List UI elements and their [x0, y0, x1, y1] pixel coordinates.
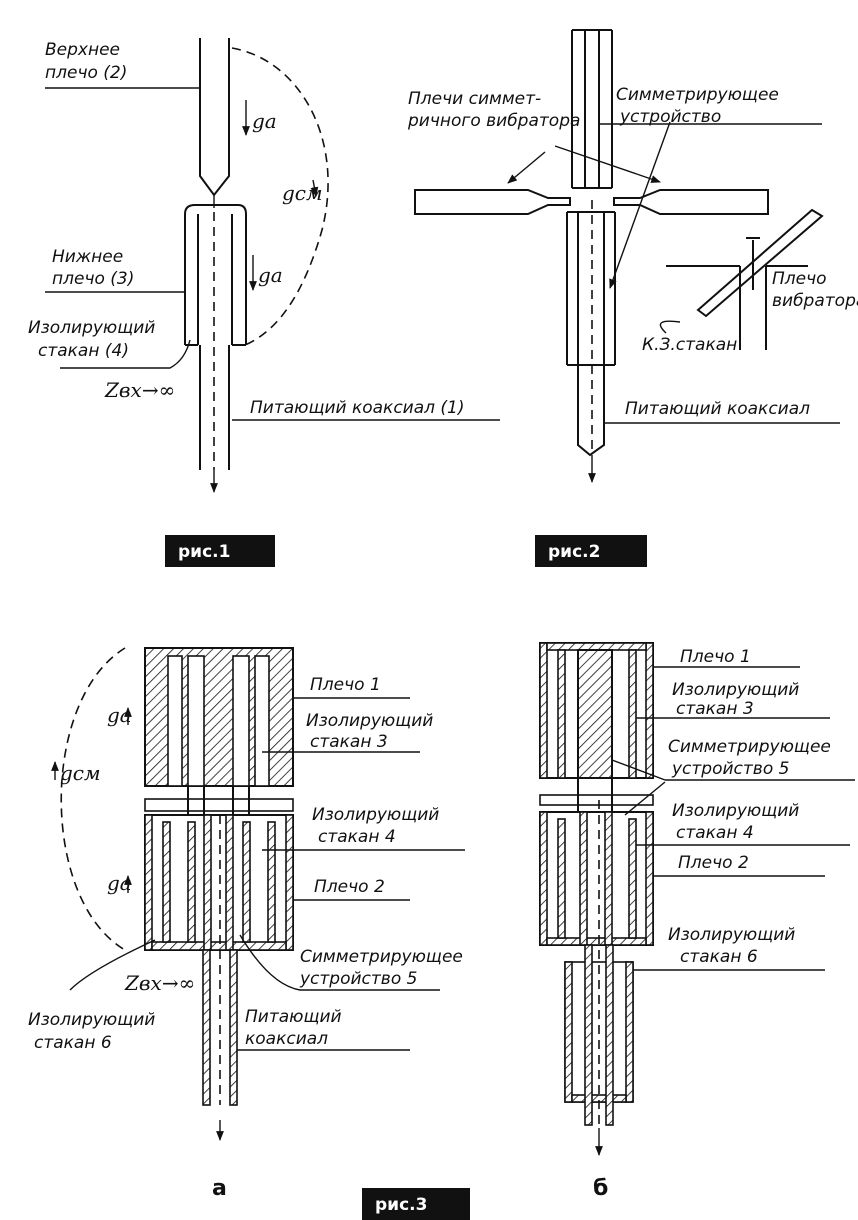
upper-arm-label-2: плечо (2) [45, 63, 127, 83]
figure-3a: Плечо 1 Изолирующий стакан 3 Изолирующий… [28, 647, 465, 1201]
caption-box-2 [535, 535, 647, 567]
gcm-3a: gсм [60, 761, 101, 785]
arms-label-2: ричного вибратора [407, 111, 580, 131]
cup3-label-3a-2: стакан 3 [310, 732, 388, 752]
arm2-label-3b: Плечо 2 [678, 853, 749, 873]
cup-label-2: стакан (4) [38, 341, 129, 361]
arm-inset-label-2: вибратора [772, 291, 858, 311]
cup6-label-3b-1: Изолирующий [668, 925, 795, 945]
cup4-label-3a-2: стакан 4 [318, 827, 396, 847]
inset-sc-cup [659, 208, 824, 350]
feed-label-3a-1: Питающий [245, 1007, 342, 1027]
ga-top-3a: gа [107, 703, 132, 727]
caption-box-1 [165, 535, 275, 567]
cup6-label-3b-2: стакан 6 [680, 947, 758, 967]
zin-label: Zвх→∞ [104, 378, 175, 402]
lower-arm-label-1: Нижнее [52, 247, 123, 267]
caption-fig2: рис.2 [548, 542, 600, 562]
right-dipole-arm [613, 189, 769, 215]
lower-arm-label-2: плечо (3) [52, 269, 134, 289]
arm2-label-3a: Плечо 2 [314, 877, 385, 897]
ga-bot-3a: gа [107, 871, 132, 895]
figure-3b: Плечо 1 Изолирующий стакан 3 Симметрирую… [539, 642, 855, 1201]
balun-label-3b-2: устройство 5 [671, 759, 789, 779]
left-dipole-arm [414, 189, 571, 215]
feed-label: Питающий коаксиал (1) [250, 398, 465, 418]
caption-box-3 [362, 1188, 470, 1220]
gcm-current-loop [231, 47, 329, 346]
upper-arm-shape [199, 38, 230, 197]
arm1-label-3b: Плечо 1 [680, 647, 751, 667]
cup3-label-3b-1: Изолирующий [672, 680, 799, 700]
balun-label-3a-1: Симметрирующее [300, 947, 463, 967]
arm-inset-label-1: Плечо [772, 269, 827, 289]
lower-arm-cup [184, 204, 247, 345]
ga-top-label: gа [252, 109, 277, 133]
sub-label-b: б [593, 1176, 608, 1201]
balun-label-2: устройство [619, 107, 721, 127]
feed-label-2: Питающий коаксиал [625, 399, 810, 419]
gcm-loop-3a [60, 647, 126, 951]
sub-label-a: а [212, 1176, 227, 1201]
cup3-label-3b-2: стакан 3 [676, 699, 754, 719]
caption-fig3: рис.3 [375, 1195, 427, 1215]
cup6-label-3a-2: стакан 6 [34, 1033, 112, 1053]
cup4-label-3b-1: Изолирующий [672, 801, 799, 821]
figure-1: Верхнее плечо (2) Нижнее плечо (3) Изоли… [28, 38, 500, 567]
zin-3a: Zвх→∞ [124, 971, 195, 995]
caption-fig1: рис.1 [178, 542, 230, 562]
arms-label-1: Плечи симмет- [408, 89, 541, 109]
cup4-label-3a-1: Изолирующий [312, 805, 439, 825]
feed-label-3a-2: коаксиал [245, 1029, 328, 1049]
balun-label-1: Симметрирующее [616, 85, 779, 105]
arm1-label-3a: Плечо 1 [310, 675, 381, 695]
cup4-label-3b-2: стакан 4 [676, 823, 754, 843]
ga-mid-label: gа [258, 263, 283, 287]
cup3-label-3a-1: Изолирующий [306, 711, 433, 731]
cup-label-1: Изолирующий [28, 318, 155, 338]
balun-label-3a-2: устройство 5 [299, 969, 417, 989]
cup6-label-3a-1: Изолирующий [28, 1010, 155, 1030]
sc-cup-label: К.З.стакан [642, 335, 737, 355]
figure-2: Плечи симмет- ричного вибратора Симметри… [407, 29, 858, 567]
upper-arm-label-1: Верхнее [45, 40, 120, 60]
gcm-label: gсм [282, 181, 323, 205]
balun-label-3b-1: Симметрирующее [668, 737, 831, 757]
